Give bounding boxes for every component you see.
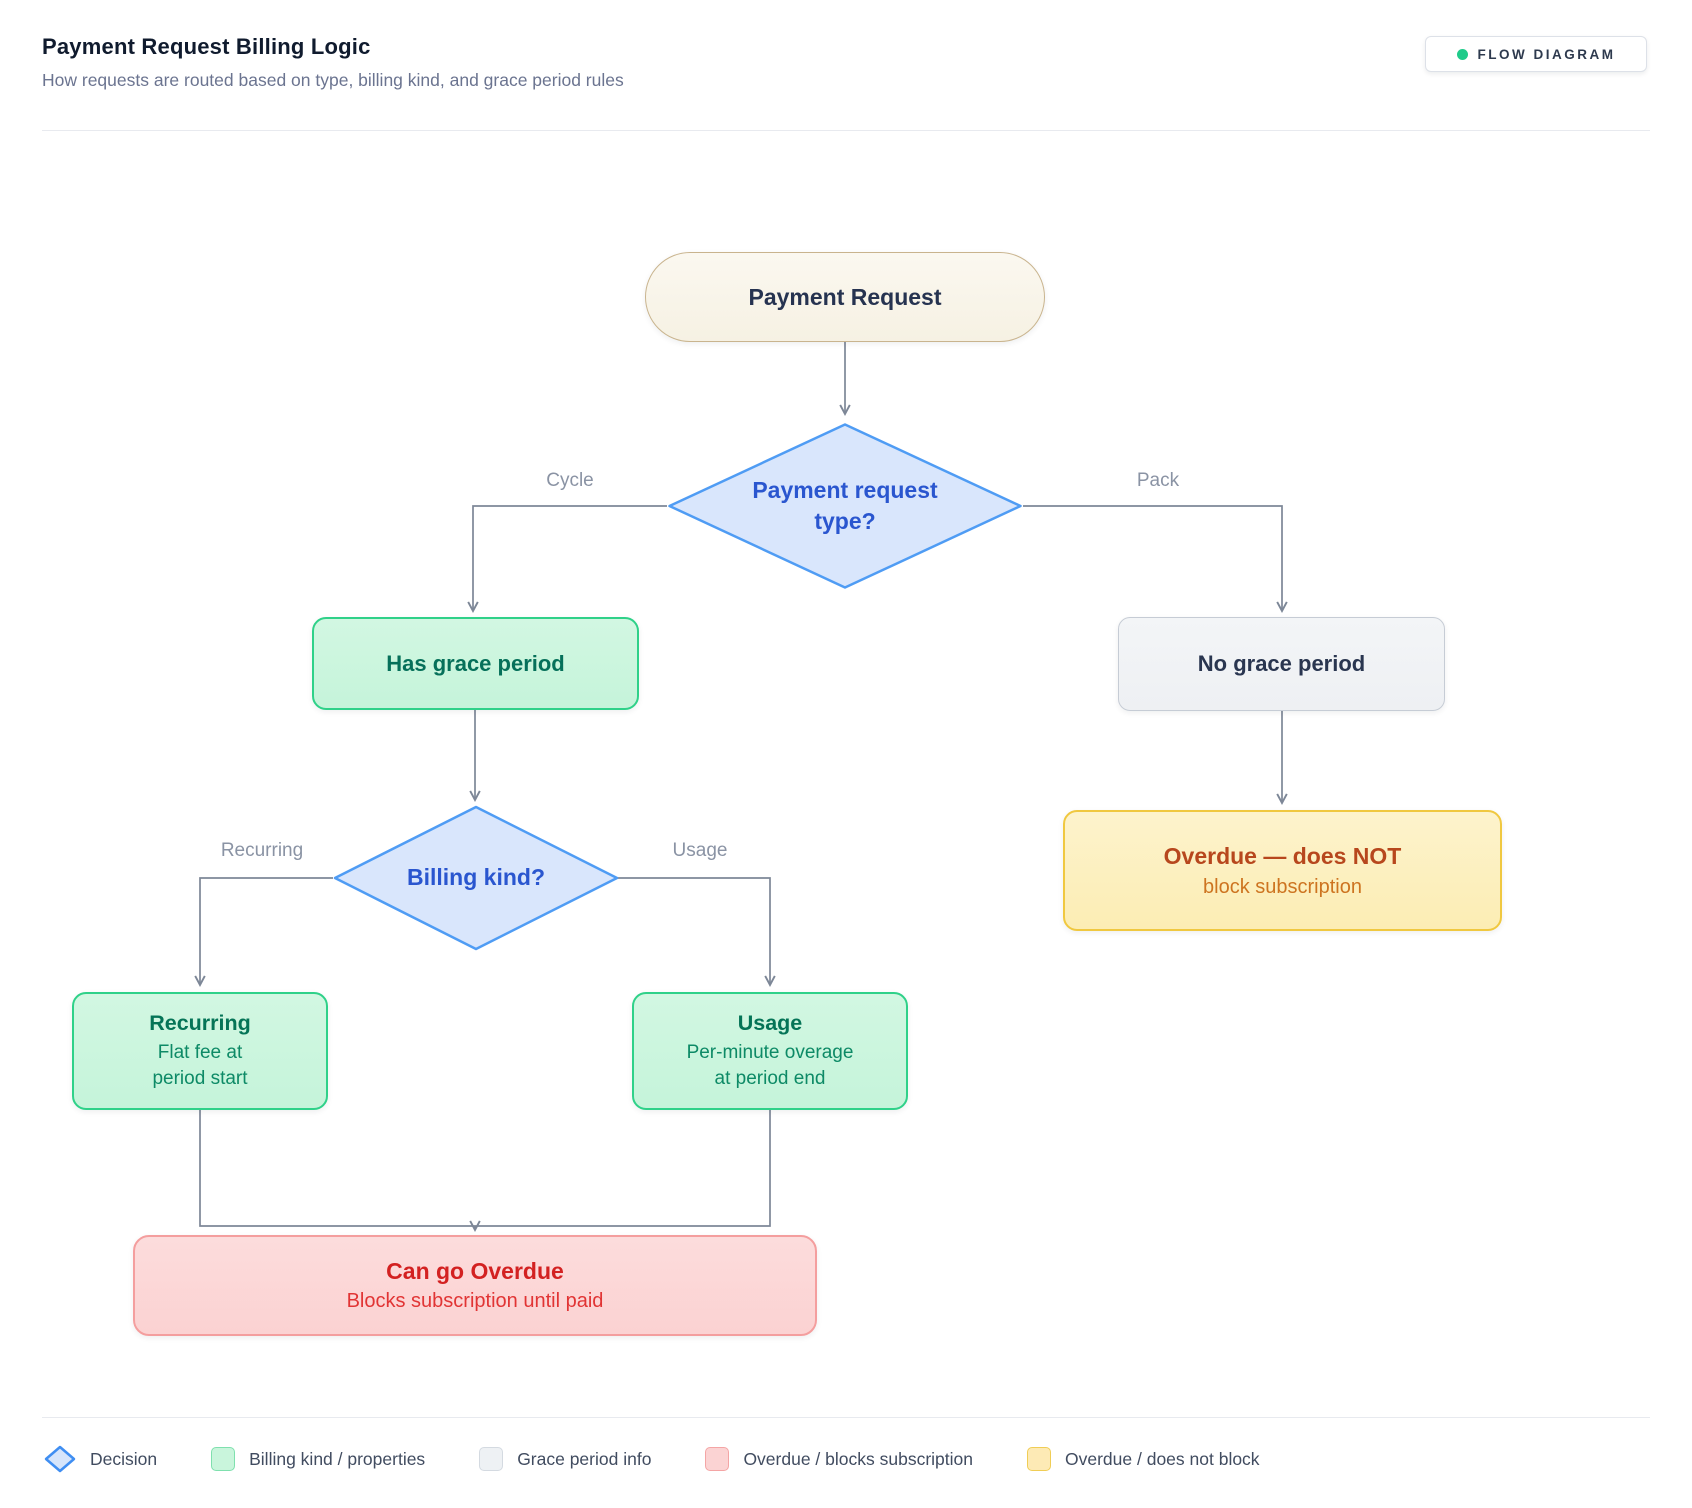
decision-diamond-icon: [44, 1445, 76, 1473]
legend-item-grace-period: Grace period info: [479, 1447, 651, 1471]
gray-swatch-icon: [479, 1447, 504, 1471]
legend-item-overdue-blocks: Overdue / blocks subscription: [705, 1447, 973, 1471]
decision-node-label: Billing kind?: [407, 864, 545, 891]
recurring-line2: period start: [152, 1067, 248, 1089]
legend-label: Billing kind / properties: [249, 1448, 426, 1469]
page-subtitle: How requests are routed based on type, b…: [42, 70, 624, 90]
has-grace-period-label: Has grace period: [386, 650, 565, 676]
usage-line1: Per-minute overage: [686, 1041, 854, 1063]
green-swatch-icon: [211, 1447, 236, 1471]
legend-label: Overdue / does not block: [1065, 1448, 1260, 1469]
node-usage: Usage Per-minute overage at period end: [632, 992, 908, 1110]
header-divider: [42, 130, 1650, 131]
can-go-overdue-title: Can go Overdue: [386, 1258, 564, 1284]
decision-diamond-shape: [333, 805, 619, 951]
start-node-payment-request: Payment Request: [645, 252, 1045, 342]
node-recurring: Recurring Flat fee at period start: [72, 992, 328, 1110]
decision-node-payment-request-type: Payment request type?: [667, 422, 1023, 590]
node-has-grace-period: Has grace period: [312, 617, 639, 710]
edge-label-usage: Usage: [672, 840, 728, 861]
badge-label: FLOW DIAGRAM: [1477, 46, 1616, 62]
legend-divider: [42, 1417, 1650, 1418]
decision-node-billing-kind: Billing kind?: [333, 805, 619, 951]
recurring-line1: Flat fee at: [157, 1041, 243, 1063]
edge-label-pack: Pack: [1136, 470, 1180, 491]
legend-item-decision: Decision: [44, 1445, 157, 1473]
legend-item-billing-kind: Billing kind / properties: [211, 1447, 425, 1471]
legend-label: Decision: [90, 1448, 158, 1469]
node-overdue-does-not-block: Overdue — does NOT block subscription: [1063, 810, 1502, 931]
usage-line2: at period end: [714, 1067, 826, 1089]
can-go-overdue-subtitle: Blocks subscription until paid: [346, 1290, 604, 1312]
no-grace-period-label: No grace period: [1197, 651, 1366, 676]
recurring-title: Recurring: [149, 1010, 251, 1035]
edge-label-recurring: Recurring: [220, 840, 304, 861]
start-node-label: Payment Request: [748, 283, 942, 310]
legend-item-overdue-not-block: Overdue / does not block: [1027, 1447, 1260, 1471]
legend-label: Overdue / blocks subscription: [743, 1448, 973, 1469]
yellow-swatch-icon: [1027, 1447, 1051, 1471]
decision-diamond-shape: [668, 423, 1022, 589]
overdue-not-block-title: Overdue — does NOT: [1163, 842, 1402, 869]
page-title: Payment Request Billing Logic: [42, 34, 371, 59]
pink-swatch-icon: [705, 1447, 730, 1471]
edge-label-cycle: Cycle: [546, 470, 594, 491]
usage-title: Usage: [737, 1010, 803, 1035]
legend-label: Grace period info: [517, 1448, 652, 1469]
legend: Decision Billing kind / properties Grace…: [44, 1445, 1260, 1473]
node-can-go-overdue: Can go Overdue Blocks subscription until…: [133, 1235, 817, 1336]
decision-node-label: Payment request type?: [752, 476, 938, 534]
node-no-grace-period: No grace period: [1118, 617, 1445, 711]
flow-diagram-badge: FLOW DIAGRAM: [1425, 36, 1647, 72]
overdue-not-block-subtitle: block subscription: [1203, 875, 1362, 898]
green-dot-icon: [1456, 48, 1468, 60]
